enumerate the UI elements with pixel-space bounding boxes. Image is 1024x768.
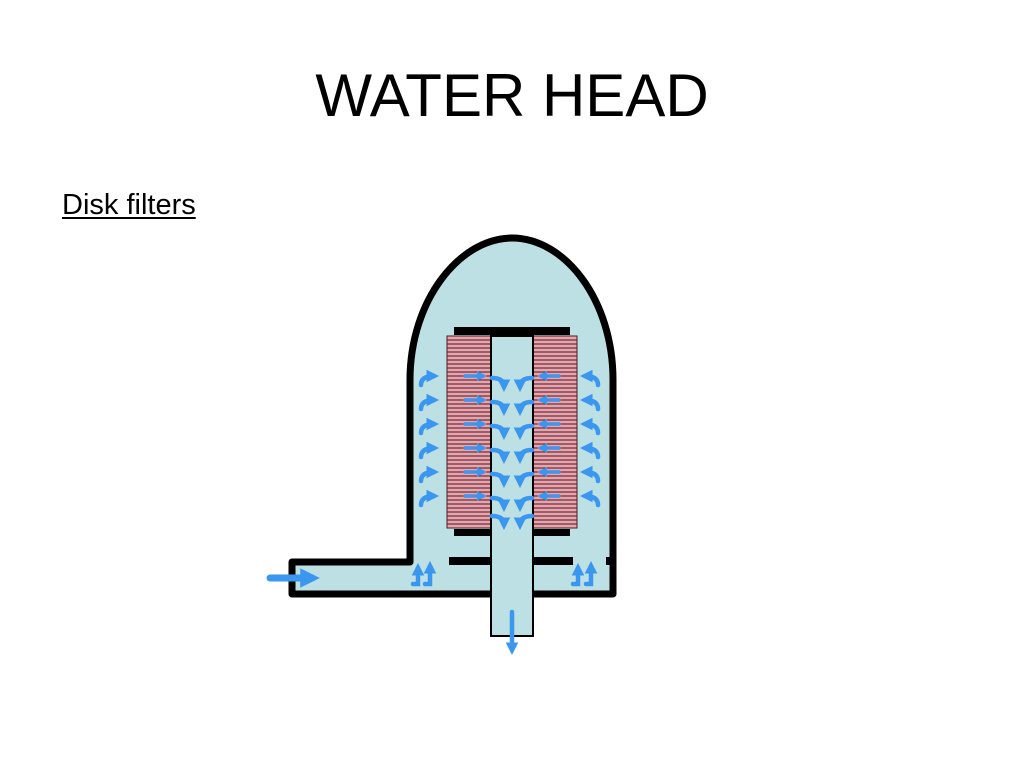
top-cap-plate (454, 327, 570, 335)
inner-flow-arrow (489, 375, 511, 393)
inner-flow-arrow (513, 447, 535, 465)
flow-arrows (266, 369, 601, 656)
disk-stack-left (446, 335, 492, 529)
outer-flow-arrow (418, 369, 440, 388)
rising-flow-arrow (583, 560, 598, 587)
inner-flow-arrow (513, 471, 535, 489)
disk-stack-right (532, 335, 578, 529)
inner-flow-arrow (489, 399, 511, 417)
slide-title: WATER HEAD (315, 62, 709, 129)
rising-flow-arrow (570, 562, 585, 587)
base-plate-left (449, 557, 491, 565)
outer-flow-arrow (579, 417, 601, 436)
stack-bottom-plate-right (532, 529, 570, 536)
outer-flow-arrow (418, 417, 440, 436)
outer-flow-arrow (579, 465, 601, 484)
outer-flow-arrow (418, 465, 440, 484)
outer-flow-arrow (418, 441, 440, 460)
tube-bore-cover (492, 586, 532, 600)
outer-flow-arrow (579, 489, 601, 508)
inner-flow-arrow (513, 423, 535, 441)
disk-filters-subtitle: Disk filters (62, 189, 196, 221)
stack-bottom-plate-left (454, 529, 492, 536)
outer-flow-arrow (579, 393, 601, 412)
inner-flow-arrow (513, 399, 535, 417)
inner-flow-arrow (489, 513, 511, 531)
outer-flow-arrow (418, 393, 440, 412)
base-plate-stub (606, 557, 613, 565)
inner-flow-arrow (513, 495, 535, 513)
inner-flow-arrow (513, 513, 535, 531)
base-plate-right (533, 557, 573, 565)
inner-flow-arrow (489, 495, 511, 513)
rising-flow-arrow (422, 560, 437, 587)
outer-flow-arrow (418, 489, 440, 508)
outer-flow-arrow (579, 441, 601, 460)
rising-flow-arrow (410, 562, 425, 587)
outer-flow-arrow (579, 369, 601, 388)
inner-flow-arrow (489, 447, 511, 465)
inner-flow-arrow (489, 423, 511, 441)
inner-flow-arrow (513, 375, 535, 393)
inner-flow-arrow (489, 471, 511, 489)
